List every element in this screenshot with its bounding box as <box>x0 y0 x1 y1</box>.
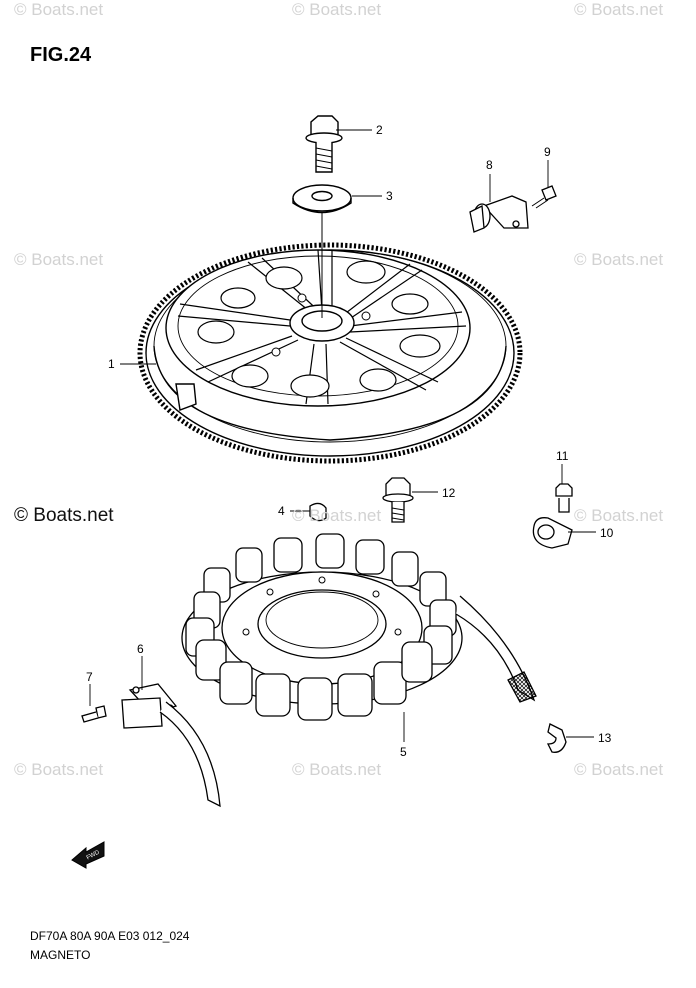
callout-3: 3 <box>386 189 393 203</box>
callout-2: 2 <box>376 123 383 137</box>
sensor-screw <box>531 185 557 209</box>
watermark: © Boats.net <box>574 250 664 269</box>
callout-12: 12 <box>442 486 456 500</box>
watermark: © Boats.net <box>574 0 664 19</box>
callout-8: 8 <box>486 158 493 172</box>
flywheel-bolt <box>305 115 343 173</box>
watermark: © Boats.net <box>574 506 664 525</box>
pulser-coil <box>121 683 221 808</box>
leader-lines <box>89 129 596 742</box>
watermark: © Boats.net <box>292 760 382 779</box>
flywheel <box>137 242 523 464</box>
pulser-screw <box>81 705 107 723</box>
woodruff-key <box>309 502 327 522</box>
figure-title: FIG.24 <box>30 44 92 66</box>
figure-name: MAGNETO <box>30 948 91 962</box>
lead-clamp <box>546 723 567 753</box>
watermark-feature: © Boats.net <box>14 505 114 526</box>
callout-6: 6 <box>137 642 144 656</box>
callout-13: 13 <box>598 731 612 745</box>
callout-5: 5 <box>400 745 407 759</box>
watermark: © Boats.net <box>292 506 382 525</box>
stator <box>181 533 537 721</box>
callout-11: 11 <box>556 449 569 463</box>
watermark: © Boats.net <box>14 760 104 779</box>
figure-code: DF70A 80A 90A E03 012_024 <box>30 929 190 943</box>
callout-7: 7 <box>86 670 93 684</box>
watermark: © Boats.net <box>292 0 382 19</box>
forward-arrow-icon: FWD <box>71 841 105 869</box>
stator-bolt <box>382 477 414 523</box>
callout-1: 1 <box>108 357 115 371</box>
wire-clamp <box>532 517 573 549</box>
watermark: © Boats.net <box>14 0 104 19</box>
watermark: © Boats.net <box>14 250 104 269</box>
callout-10: 10 <box>600 526 614 540</box>
watermark: © Boats.net <box>574 760 664 779</box>
clamp-screw <box>555 483 573 513</box>
callout-9: 9 <box>544 145 551 159</box>
callout-4: 4 <box>278 504 285 518</box>
pulser-sensor <box>469 195 529 233</box>
washer <box>292 184 352 214</box>
